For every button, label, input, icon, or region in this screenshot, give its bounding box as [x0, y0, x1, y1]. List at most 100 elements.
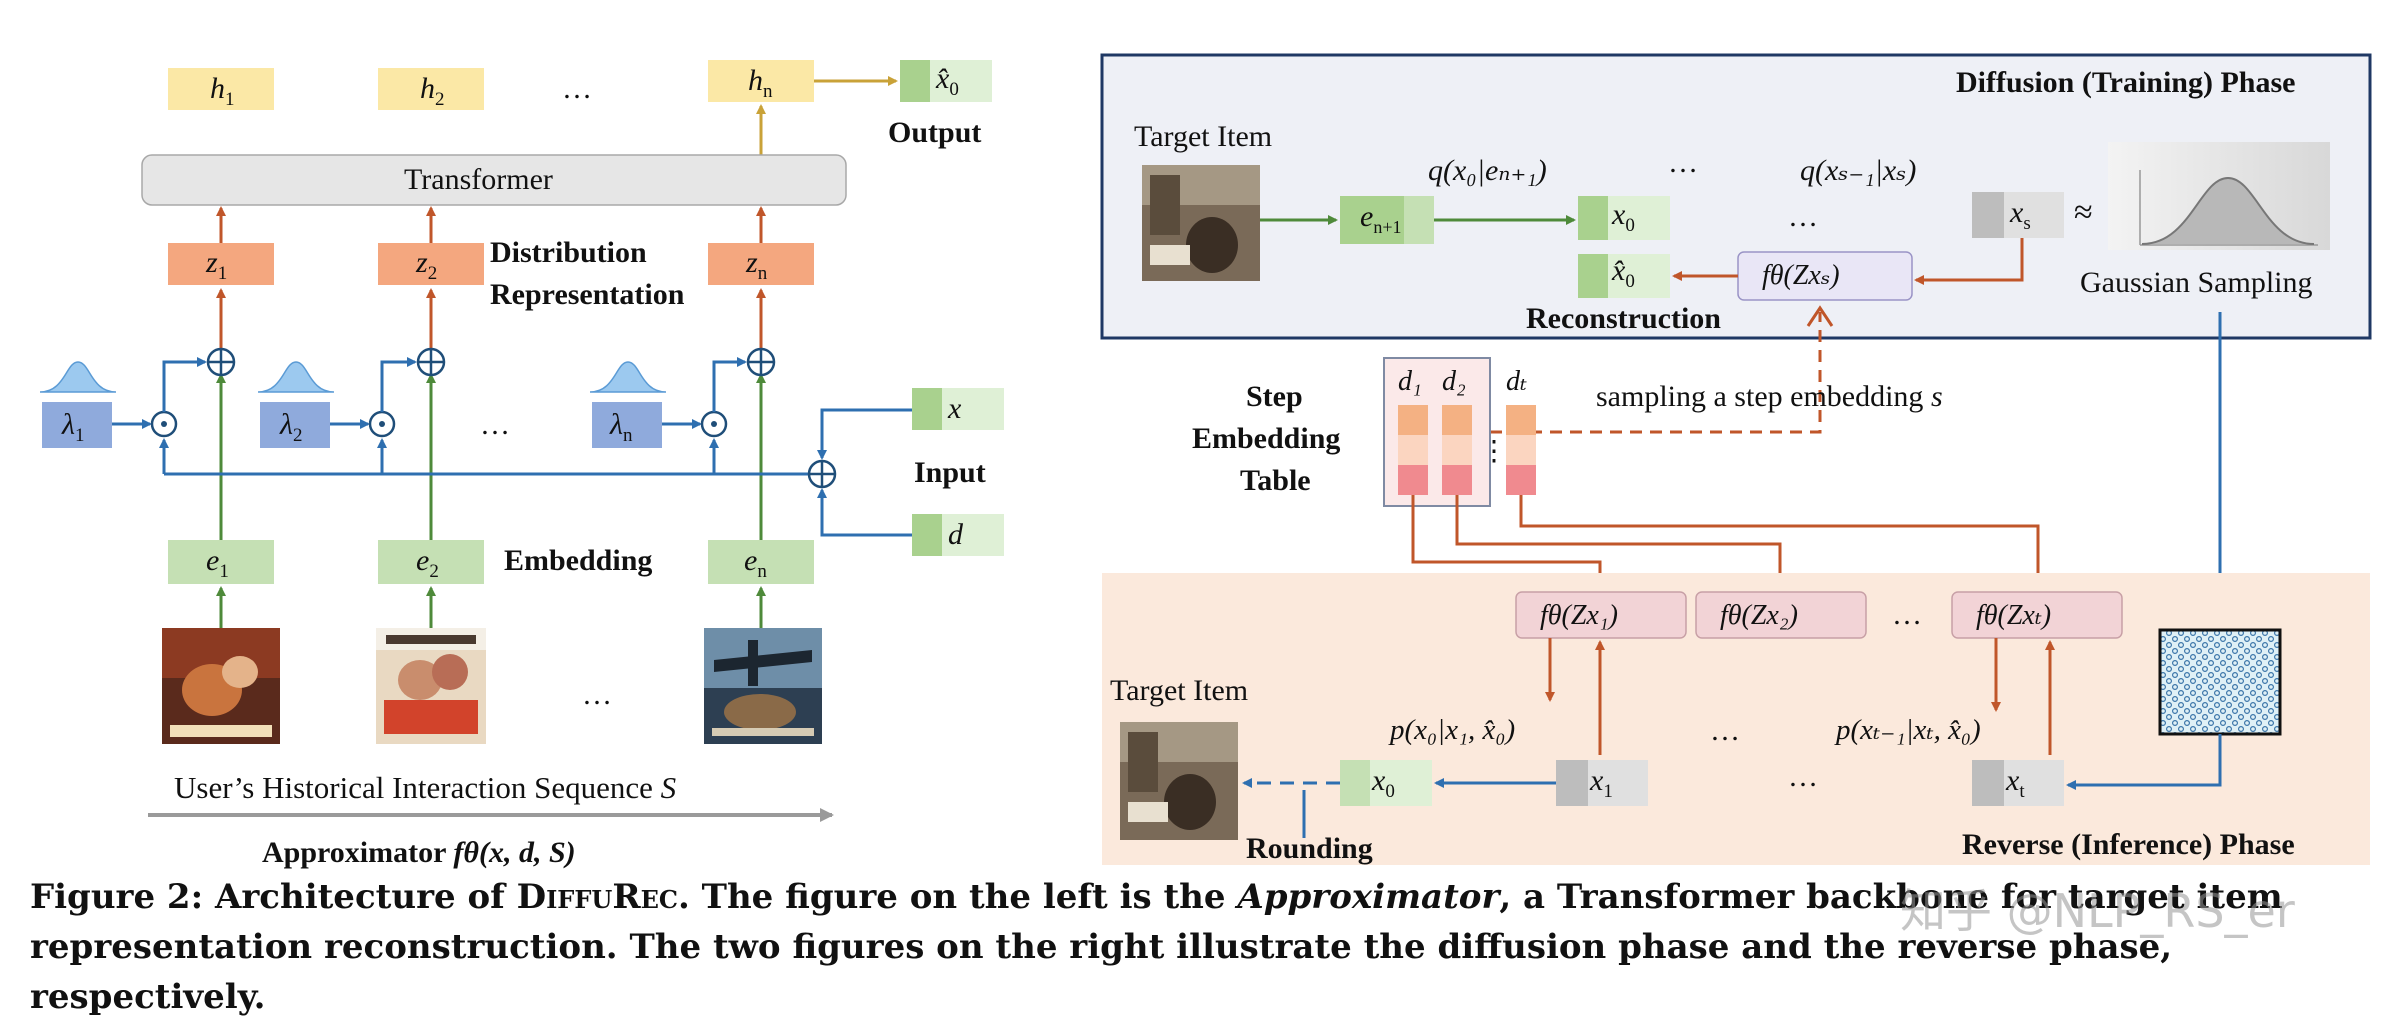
step-col-vertical-ellipsis: ⋮ — [1480, 436, 1508, 467]
odot1-to-plus1-arrow — [162, 357, 207, 412]
approximator-label: Approximator fθ(x, d, S) — [262, 836, 576, 869]
step-col-d1 — [1398, 405, 1428, 495]
transformer-label: Transformer — [404, 163, 553, 196]
step-col-d2 — [1442, 405, 1472, 495]
f-theta-zxt-label: fθ(Zxₜ) — [1976, 600, 2052, 631]
gaussian-icon-1 — [39, 361, 117, 393]
gaussian-icon-n — [589, 361, 667, 393]
plus-node-1 — [206, 347, 236, 377]
movie-poster-n — [704, 628, 822, 744]
step-table-label-line3: Table — [1240, 464, 1311, 497]
dt-to-ft-arrow — [1519, 495, 2043, 590]
z-box-1 — [168, 243, 274, 285]
xt-box-dark — [1972, 760, 2004, 806]
gaussian-sampling-plot — [2108, 142, 2330, 250]
target-item-image-top — [1142, 165, 1260, 281]
odot-node-2 — [368, 410, 396, 438]
gaussian-sampling-label: Gaussian Sampling — [2080, 266, 2313, 299]
f-theta-zx2-label: fθ(Zx₂) — [1720, 600, 1798, 631]
sequence-label: User’s Historical Interaction Sequence S — [174, 770, 677, 805]
p-first-step-label: p(x₀|x₁, x̂₀) — [1390, 714, 1516, 746]
x0-label-bottom: x0 — [1372, 764, 1395, 802]
lambda-box-2 — [260, 402, 330, 448]
x0-box-top-dark — [1578, 196, 1608, 240]
input-label: Input — [914, 456, 986, 489]
step-col-dt-label: dₜ — [1506, 366, 1527, 397]
f-theta-zx2-box — [1695, 591, 1867, 639]
movie-poster-1 — [162, 628, 280, 744]
noise-to-xt-arrow — [2066, 734, 2222, 790]
z-box-n — [708, 243, 814, 285]
input-x-box-dark — [912, 388, 942, 430]
odot-node-1 — [150, 410, 178, 438]
embedding-label: Embedding — [504, 544, 653, 577]
embedding-label-e2: e2 — [416, 544, 439, 582]
xs-label: xs — [2010, 196, 2031, 234]
x0-box-bottom-dark — [1340, 760, 1370, 806]
f-theta-zx1-box — [1515, 591, 1687, 639]
hidden-state-label-n: hn — [748, 64, 773, 102]
input-x-label: x — [948, 392, 962, 425]
sampling-step-label: sampling a step embedding s — [1596, 380, 1943, 413]
hidden-state-label-1: h1 — [210, 72, 235, 110]
diffusion-ellipsis-mid: … — [1788, 200, 1818, 233]
noise-block — [2158, 628, 2282, 736]
watermark: 知乎 @NLP_RS_er — [1900, 884, 2295, 938]
reverse-ellipsis-x: … — [1788, 760, 1818, 793]
reverse-phase-title: Reverse (Inference) Phase — [1962, 828, 2295, 861]
step-sampling-dashed-arrow — [1490, 312, 1822, 434]
lambda-label-1: λ1 — [62, 408, 85, 446]
x1-box-dark — [1556, 760, 1588, 806]
odotn-to-plusn-arrow — [712, 357, 747, 412]
lambda-label-n: λn — [610, 408, 633, 446]
q-step-label: q(xₛ₋₁|xₛ) — [1800, 154, 1917, 187]
xs-to-f-arrow — [1914, 238, 2024, 285]
input-d-arrow — [817, 488, 912, 537]
reverse-ellipsis-p: … — [1710, 714, 1740, 747]
x0-hat-label-top: x̂0 — [1612, 254, 1635, 292]
x0-hat-box-top-dark — [1578, 254, 1608, 298]
plus-node-2 — [416, 347, 446, 377]
p-step-label: p(xₜ₋₁|xₜ, x̂₀) — [1836, 714, 1981, 746]
hidden-state-label-2: h2 — [420, 72, 445, 110]
step-col-d2-label: d₂ — [1442, 366, 1466, 397]
embedding-label-e1: e1 — [206, 544, 229, 582]
f-theta-zxs-label: fθ(Zxₛ) — [1762, 260, 1840, 291]
e-n-plus-1-label: en+1 — [1360, 200, 1402, 237]
step-col-dt — [1506, 405, 1536, 495]
reverse-ellipsis-f: … — [1892, 598, 1922, 631]
e-n-plus-1-box-light — [1404, 196, 1434, 244]
output-token-label: x̂0 — [936, 62, 959, 100]
distribution-label-line2: Representation — [490, 278, 685, 311]
target-item-label-bottom: Target Item — [1110, 674, 1249, 707]
target-item-image-bottom — [1120, 722, 1238, 840]
output-label: Output — [888, 116, 982, 149]
hidden-ellipsis: … — [562, 72, 592, 105]
x0-label-top: x0 — [1612, 198, 1635, 236]
z-label-1: z1 — [206, 246, 228, 284]
z-box-2 — [378, 243, 484, 285]
q-forward-label: q(x₀|eₙ₊₁) — [1428, 154, 1547, 187]
input-d-box-dark — [912, 514, 942, 556]
gaussian-icon-2 — [257, 361, 335, 393]
step-col-d1-label: d₁ — [1398, 366, 1422, 397]
figure-caption: Figure 2: Architecture of DiffuRec. The … — [30, 877, 2283, 1017]
odot-node-n — [700, 410, 728, 438]
lambda-box-n — [592, 402, 662, 448]
architecture-figure — [39, 53, 2372, 865]
d2-to-f2-arrow — [1455, 495, 1785, 590]
transformer-block — [141, 154, 847, 206]
distribution-label-line1: Distribution — [490, 236, 647, 269]
lambda-label-2: λ2 — [280, 408, 303, 446]
step-table-label-line2: Embedding — [1192, 422, 1341, 455]
hidden-state-hn — [708, 60, 814, 102]
hidden-state-h2 — [378, 68, 484, 110]
xt-label: xt — [2006, 764, 2025, 802]
poster-ellipsis: … — [582, 678, 612, 711]
lambda-box-1 — [42, 402, 112, 448]
z-label-2: z2 — [416, 246, 438, 284]
embedding-box-e2 — [378, 540, 484, 584]
z-label-n: zn — [746, 246, 768, 284]
input-d-label: d — [948, 518, 963, 551]
odot2-to-plus2-arrow — [380, 357, 417, 412]
